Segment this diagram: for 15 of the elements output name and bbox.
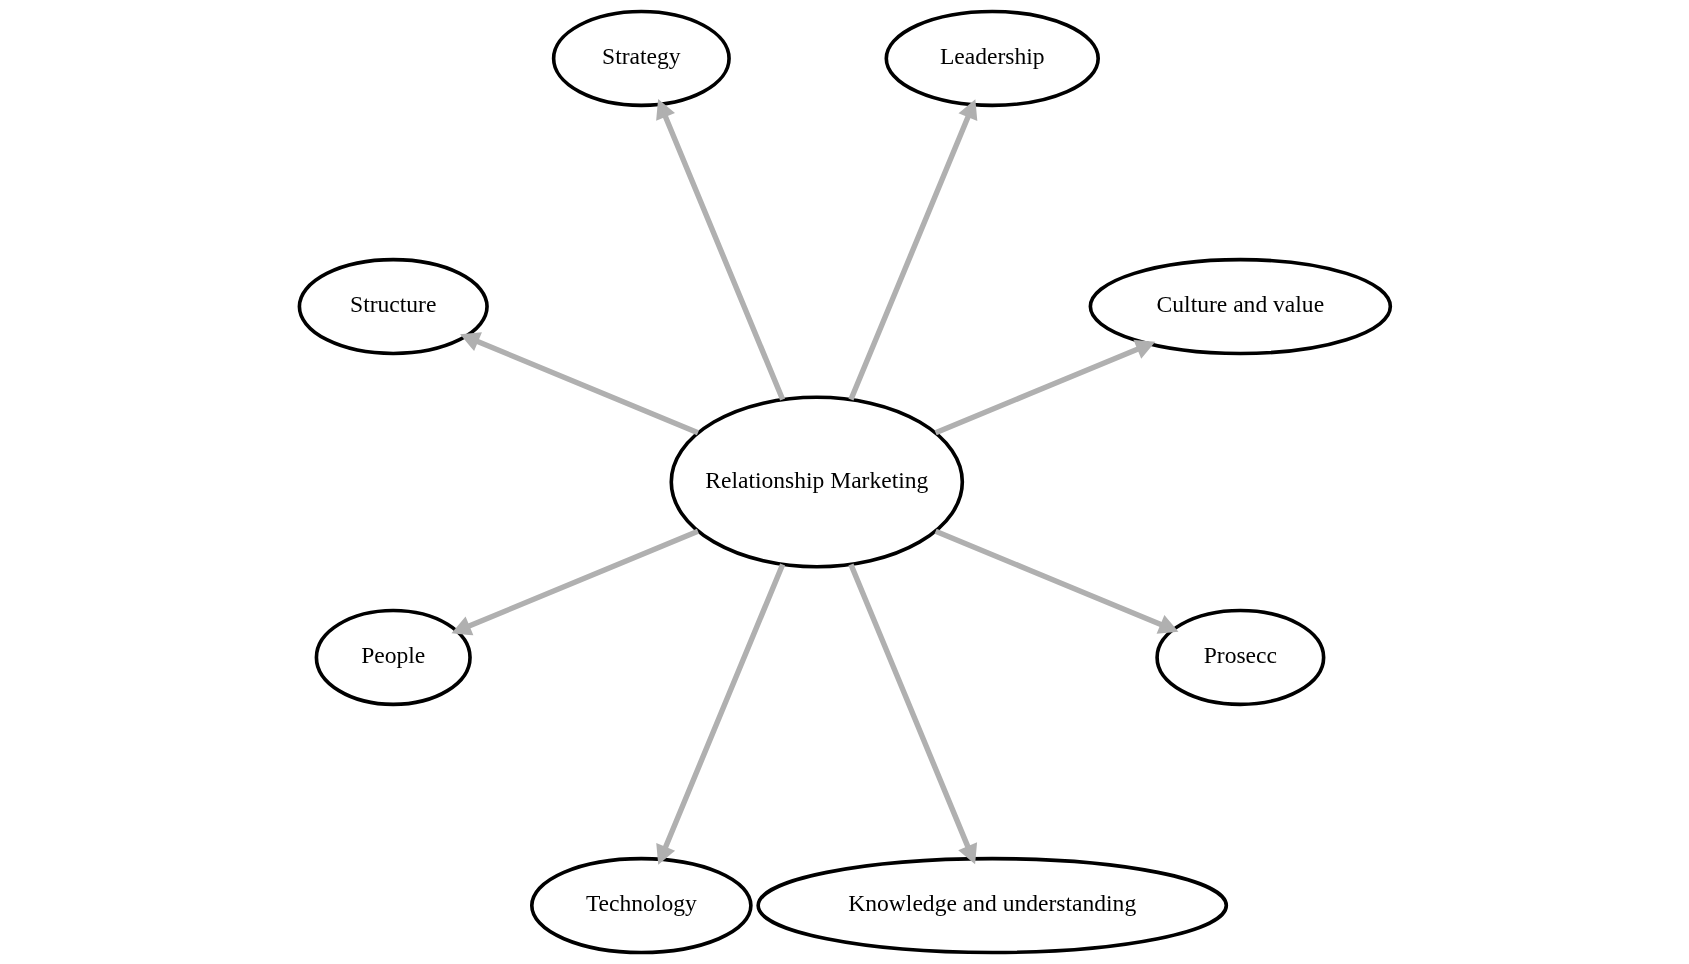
node-ellipse: Culture and value [1088, 257, 1392, 356]
node-ellipse: Leadership [884, 9, 1100, 108]
arrow [655, 563, 785, 865]
node-ellipse: Knowledge and understanding [755, 856, 1228, 955]
arrow [847, 563, 977, 865]
arrow [451, 528, 699, 636]
arrow [655, 98, 785, 401]
node-ellipse: Strategy [551, 9, 731, 108]
arrow [934, 339, 1155, 436]
node-ellipse: Relationship Marketing [668, 395, 964, 569]
arrow [934, 528, 1178, 634]
node-ellipse: Technology [529, 856, 753, 955]
arrow [847, 99, 977, 401]
node-ellipse: Structure [297, 257, 489, 356]
arrow [459, 332, 699, 436]
